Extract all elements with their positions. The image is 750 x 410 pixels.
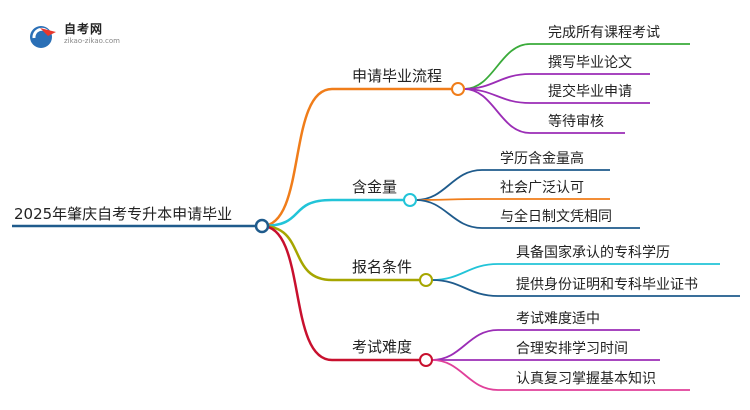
branch-topic: 申请毕业流程 xyxy=(352,67,443,85)
leaf-connector xyxy=(415,198,610,201)
leaf-topic: 合理安排学习时间 xyxy=(516,341,628,357)
leaf-topic: 社会广泛认可 xyxy=(500,180,584,196)
leaf-connector xyxy=(431,359,690,391)
leaf-connector xyxy=(431,329,640,361)
branch-connector xyxy=(261,87,333,228)
leaf-topic: 撰写毕业论文 xyxy=(548,55,632,71)
leaf-topic: 等待审核 xyxy=(548,114,604,130)
branch-connector xyxy=(261,224,333,362)
leaf-topic: 考试难度适中 xyxy=(516,311,600,327)
leaf-connector xyxy=(463,88,650,104)
branch-node xyxy=(419,273,433,287)
branch-connector xyxy=(261,224,333,282)
branch-node xyxy=(419,353,433,367)
leaf-topic: 提交毕业申请 xyxy=(548,84,632,100)
branch-node xyxy=(451,82,465,96)
branch-connector xyxy=(261,198,333,228)
root-node xyxy=(254,218,270,234)
leaf-connector xyxy=(463,88,625,134)
branch-node xyxy=(403,193,417,207)
leaf-topic: 与全日制文凭相同 xyxy=(500,209,612,225)
leaf-topic: 完成所有课程考试 xyxy=(548,25,660,41)
leaf-connector xyxy=(415,199,640,229)
leaf-connector xyxy=(431,279,740,297)
leaf-topic: 学历含金量高 xyxy=(500,151,584,167)
leaf-connector xyxy=(415,169,610,201)
site-logo: 自考网 zikao-zikao.com xyxy=(28,18,168,54)
leaf-topic: 提供身份证明和专科毕业证书 xyxy=(516,277,698,293)
logo-title: 自考网 xyxy=(64,22,104,36)
root-topic: 2025年肇庆自考专升本申请毕业 xyxy=(14,205,233,223)
logo-subtitle: zikao-zikao.com xyxy=(64,37,120,45)
leaf-connector xyxy=(463,43,690,90)
leaf-connector xyxy=(431,263,720,281)
branch-topic: 报名条件 xyxy=(352,258,413,276)
graduation-cap-logo-icon xyxy=(30,26,56,48)
branch-topic: 考试难度 xyxy=(352,338,413,356)
leaf-connector xyxy=(463,73,650,90)
branch-topic: 含金量 xyxy=(352,178,398,196)
leaf-topic: 具备国家承认的专科学历 xyxy=(516,245,670,261)
leaf-topic: 认真复习掌握基本知识 xyxy=(516,371,656,387)
